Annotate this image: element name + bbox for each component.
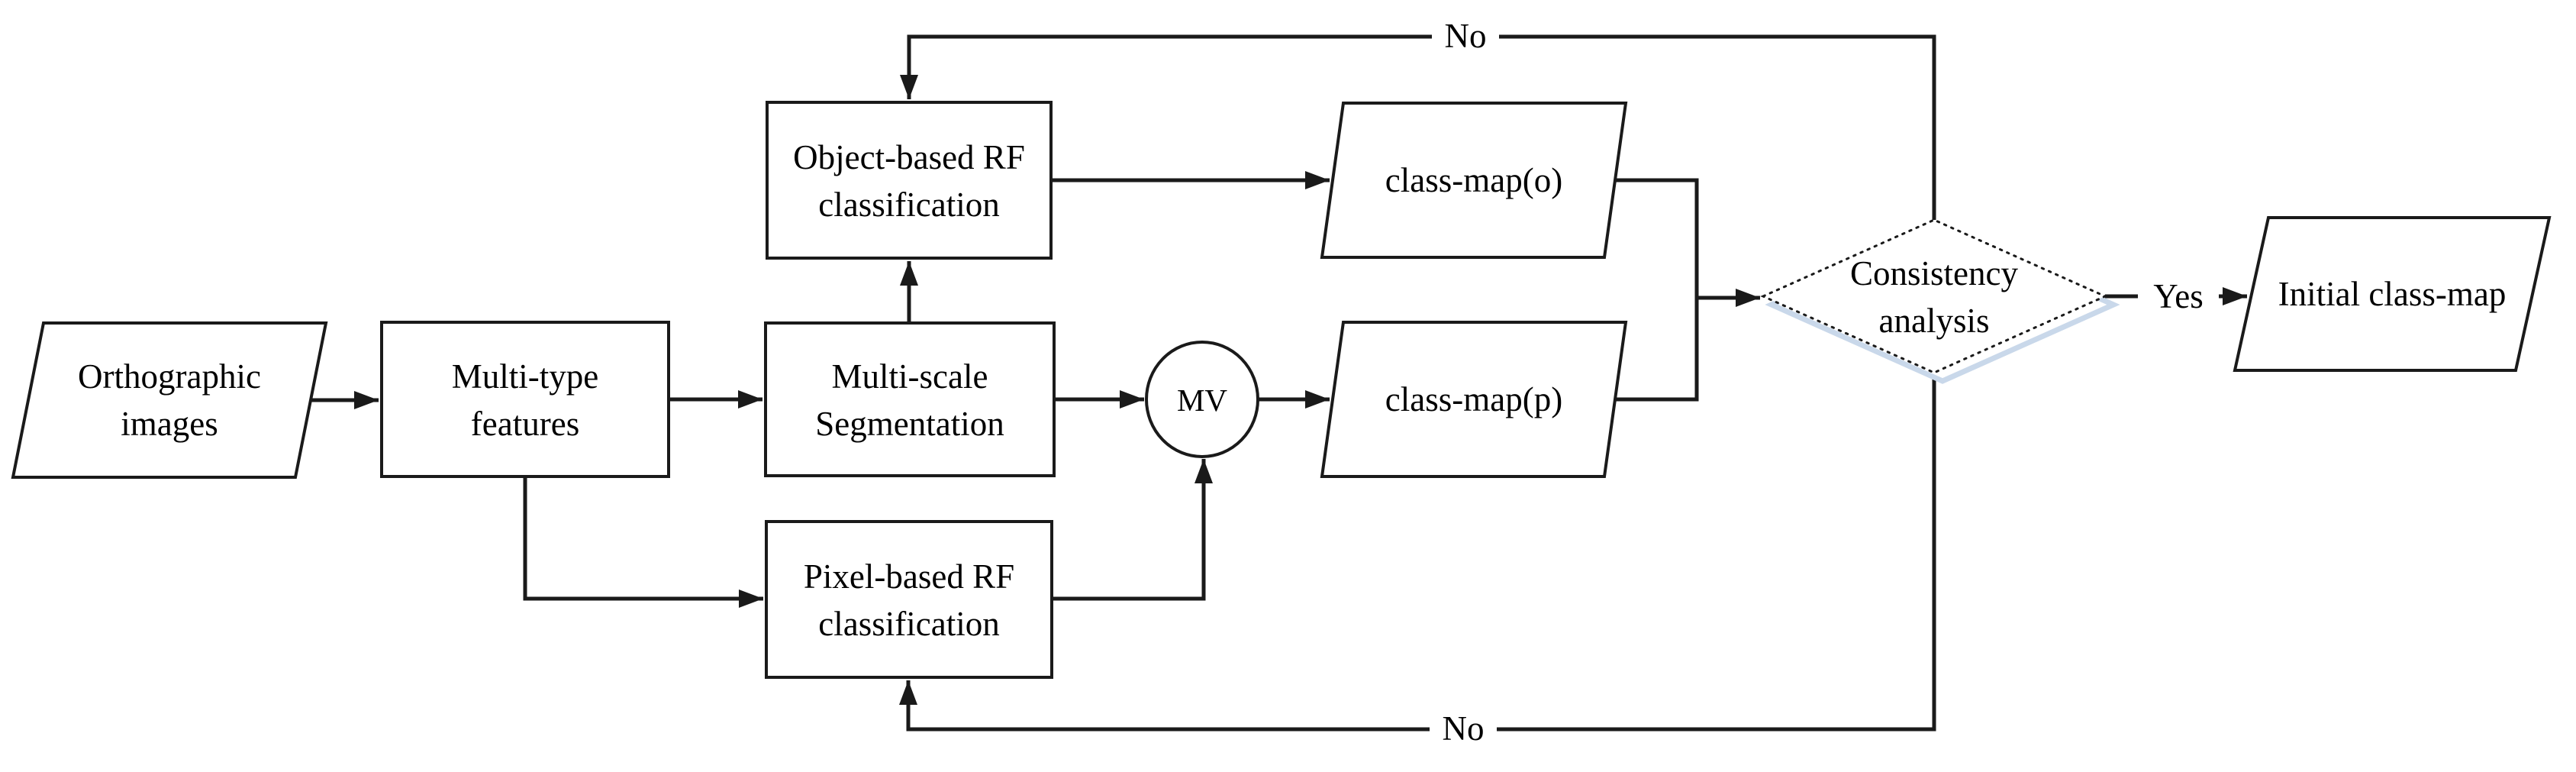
multi-scale-segmentation-label-line2: Segmentation bbox=[815, 405, 1004, 443]
edge-labels: Yes No No bbox=[1430, 15, 2219, 750]
edge-classmaps-merge bbox=[1615, 178, 1699, 402]
no-bottom-label-background bbox=[1430, 707, 1497, 750]
node-orthographic-images: Orthographic images bbox=[11, 321, 328, 479]
node-object-based-rf: Object-based RF classification bbox=[766, 101, 1053, 260]
class-map-p-shape bbox=[1320, 321, 1628, 478]
object-based-rf-label-line2: classification bbox=[818, 186, 999, 224]
multi-scale-segmentation-label-line1: Multi-scale bbox=[832, 357, 988, 396]
orthographic-images-label-line2: images bbox=[121, 405, 218, 443]
orthographic-images-label-line1: Orthographic bbox=[78, 357, 261, 396]
edge-consistency-no-top-loop bbox=[900, 34, 1936, 220]
node-consistency-analysis: Consistency analysis bbox=[1760, 218, 2120, 384]
mv-label: MV bbox=[1177, 383, 1227, 418]
no-bottom-label: No bbox=[1443, 709, 1485, 748]
multi-scale-segmentation-shape bbox=[764, 321, 1056, 477]
mv-shape bbox=[1145, 341, 1259, 458]
node-multi-scale-segmentation: Multi-scale Segmentation bbox=[764, 321, 1056, 477]
no-top-label-background bbox=[1432, 15, 1499, 57]
node-initial-class-map: Initial class-map bbox=[2233, 216, 2552, 372]
pixel-based-rf-shape bbox=[765, 520, 1053, 679]
object-based-rf-label-line1: Object-based RF bbox=[793, 138, 1025, 176]
class-map-p-label: class-map(p) bbox=[1385, 380, 1562, 418]
pixel-based-rf-label-line2: classification bbox=[818, 605, 999, 643]
consistency-analysis-shape bbox=[1760, 218, 2108, 374]
node-class-map-p: class-map(p) bbox=[1320, 321, 1628, 478]
node-class-map-o: class-map(o) bbox=[1320, 102, 1628, 259]
class-map-o-shape bbox=[1320, 102, 1628, 259]
edge-consistency-no-bottom-loop bbox=[899, 373, 1936, 732]
edge-pixelrf-to-mv bbox=[1052, 459, 1213, 601]
edge-multitype-to-pixelrf bbox=[523, 477, 763, 608]
pixel-based-rf-label-line1: Pixel-based RF bbox=[804, 557, 1014, 596]
orthographic-images-shape bbox=[11, 321, 328, 479]
initial-class-map-shape bbox=[2233, 216, 2552, 372]
yes-label: Yes bbox=[2153, 277, 2203, 315]
no-top-label: No bbox=[1445, 17, 1487, 55]
node-multi-type-features: Multi-type features bbox=[380, 321, 670, 478]
multi-type-features-label-line1: Multi-type bbox=[452, 357, 598, 396]
multi-type-features-label-line2: features bbox=[471, 405, 579, 443]
node-pixel-based-rf: Pixel-based RF classification bbox=[765, 520, 1053, 679]
class-map-o-label: class-map(o) bbox=[1385, 161, 1562, 199]
initial-class-map-label: Initial class-map bbox=[2278, 275, 2507, 313]
object-based-rf-shape bbox=[766, 101, 1053, 260]
node-mv-majority-vote: MV bbox=[1145, 341, 1259, 458]
consistency-analysis-label-line2: analysis bbox=[1879, 302, 1990, 340]
yes-label-background bbox=[2138, 274, 2219, 317]
consistency-analysis-label-line1: Consistency bbox=[1850, 254, 2018, 292]
multi-type-features-shape bbox=[380, 321, 670, 478]
